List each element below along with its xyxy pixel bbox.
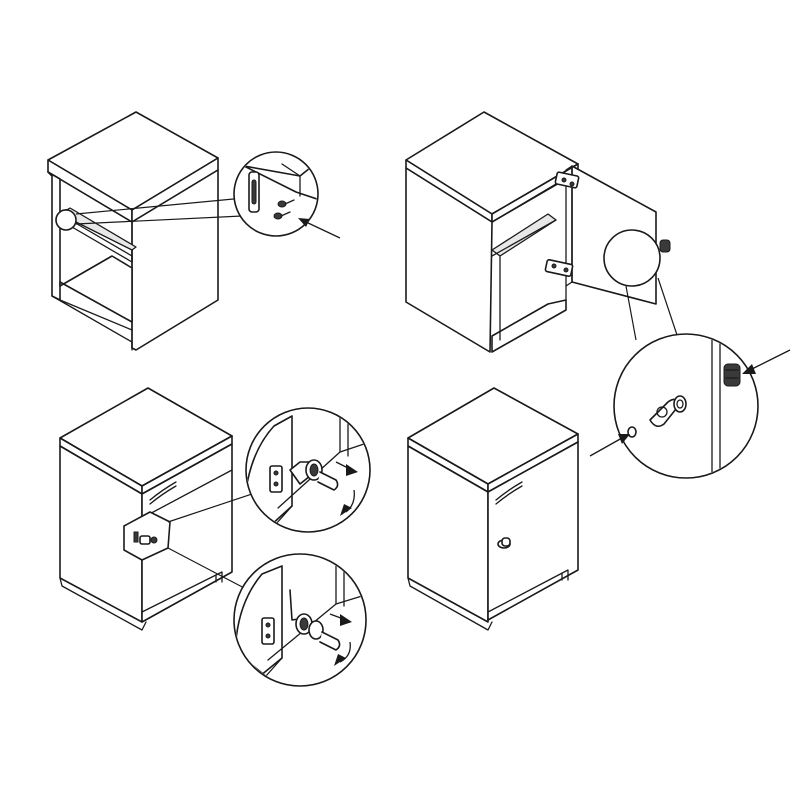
lock-cylinder-icon <box>724 364 740 386</box>
step-2-door-hinges <box>406 112 678 352</box>
hinge-icon <box>545 259 573 276</box>
strike-plate <box>270 466 282 492</box>
lock-cylinder-icon <box>296 614 340 650</box>
door-handle-icon <box>496 482 522 500</box>
step-3-drawer-lock <box>60 388 258 630</box>
lock-cylinder-icon <box>290 460 338 490</box>
callout-marker <box>56 210 76 230</box>
step-4-finished-cabinet <box>408 388 578 630</box>
shelf-pin-icon <box>274 200 294 219</box>
strike-plate <box>262 618 274 644</box>
callout-lock-upper <box>246 408 370 532</box>
door-lock-icon <box>498 538 510 548</box>
callout-lock-install <box>590 320 790 500</box>
screw-icon <box>628 427 636 437</box>
step-1-open-cabinet <box>48 112 244 350</box>
callout-lock-lower <box>234 554 366 686</box>
lock-cylinder-icon <box>660 240 670 252</box>
drawer-lock-icon <box>134 532 157 544</box>
washer-icon <box>674 396 686 412</box>
hinge-icon <box>555 172 579 188</box>
cabinet-side-panel <box>406 168 492 352</box>
cabinet-door <box>488 442 578 620</box>
drawer-handle-icon <box>150 482 176 500</box>
callout-shelf-pin <box>234 152 340 238</box>
callout-marker <box>604 230 660 286</box>
cabinet-side-panel <box>408 446 488 622</box>
